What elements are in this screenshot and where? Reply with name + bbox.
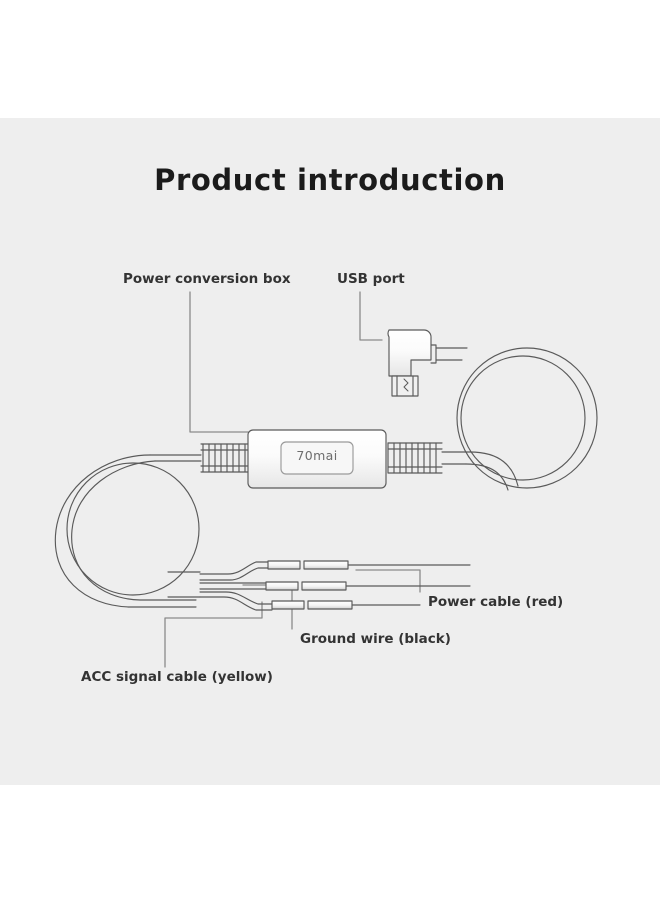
callout-acc-signal-cable: ACC signal cable (yellow): [81, 669, 273, 685]
brand-label: 70mai: [296, 448, 338, 463]
callout-usb-port: USB port: [337, 271, 405, 287]
callout-power-conversion-box: Power conversion box: [123, 271, 291, 287]
callout-power-cable: Power cable (red): [428, 594, 564, 610]
callout-ground-wire: Ground wire (black): [300, 631, 451, 647]
page-title: Product introduction: [154, 163, 506, 197]
